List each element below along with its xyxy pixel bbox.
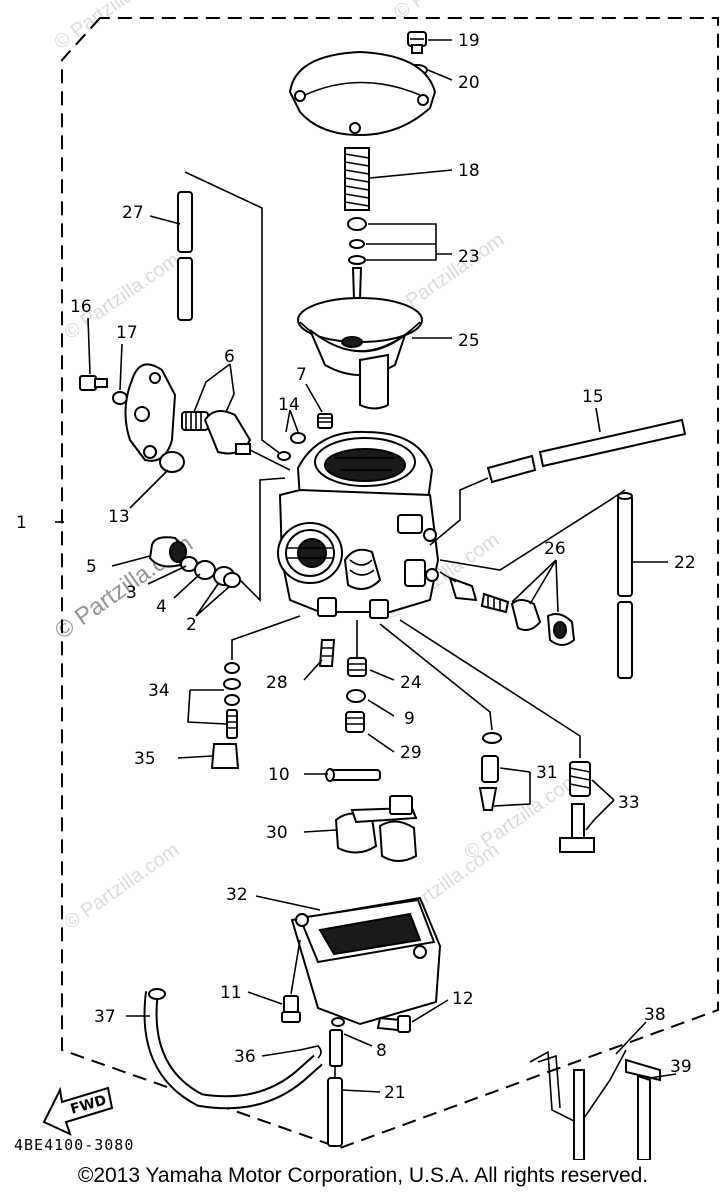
callout-13: 13 [108,507,130,527]
callout-4: 4 [156,597,167,617]
callout-1: 1 [16,513,27,533]
callout-37: 37 [94,1007,116,1027]
callout-23: 23 [458,247,480,267]
carburetor-body [277,413,440,619]
callout-9: 9 [404,709,415,729]
carburetor-exploded-diagram: © Partzilla.com © Partzilla.com © Partzi… [14,0,719,1160]
callout-18: 18 [458,161,480,181]
callout-6: 6 [224,347,235,367]
watermark: © Partzilla.com [60,839,183,934]
hose-15 [429,418,687,546]
left-cover-group [79,363,291,473]
callout-10: 10 [268,765,290,785]
callout-25: 25 [458,331,480,351]
float-bowl-group [281,896,442,1147]
callout-11: 11 [220,983,242,1003]
callout-19: 19 [458,31,480,51]
callout-24: 24 [400,673,422,693]
callout-3: 3 [126,583,137,603]
callout-5: 5 [86,557,97,577]
jets-group [210,615,367,769]
callout-8: 8 [376,1041,387,1061]
callout-17: 17 [116,323,138,343]
right-bottom-parts [379,619,595,853]
callout-21: 21 [384,1083,406,1103]
assembly-boundary [61,17,719,1150]
left-front-parts [148,477,286,602]
callout-33: 33 [618,793,640,813]
callout-20: 20 [458,73,480,93]
callout-34: 34 [148,681,170,701]
starter-plunger-26 [439,571,576,646]
callout-38: 38 [644,1005,666,1025]
callout-35: 35 [134,749,156,769]
float-group [325,768,418,862]
tube-27 [177,171,283,456]
fwd-arrow: FWD [42,1086,114,1136]
callout-28: 28 [266,673,288,693]
top-cover-group [288,31,437,410]
drain-hose-37 [143,988,323,1110]
callout-12: 12 [452,989,474,1009]
callout-7: 7 [296,365,307,385]
callout-31: 31 [536,763,558,783]
callout-numbers: 19 20 18 23 25 27 16 17 6 7 14 15 13 1 2… [16,31,696,1103]
tube-22 [439,489,633,679]
callout-16: 16 [70,297,92,317]
leader-lines [55,39,677,1093]
copyright-notice: ©2013 Yamaha Motor Corporation, U.S.A. A… [77,1164,649,1187]
callout-26: 26 [544,539,566,559]
callout-30: 30 [266,823,288,843]
part-code: 4BE4100-3080 [14,1136,134,1154]
callout-22: 22 [674,553,696,573]
callout-14: 14 [278,395,300,415]
callout-15: 15 [582,387,604,407]
callout-2: 2 [186,615,197,635]
watermark: © Partzilla.com [390,0,513,24]
callout-27: 27 [122,203,144,223]
callout-32: 32 [226,885,248,905]
bracket-hose-group [529,1049,661,1160]
callout-36: 36 [234,1047,256,1067]
callout-39: 39 [670,1057,692,1077]
callout-29: 29 [400,743,422,763]
watermark: © Partzilla.com [50,0,173,54]
